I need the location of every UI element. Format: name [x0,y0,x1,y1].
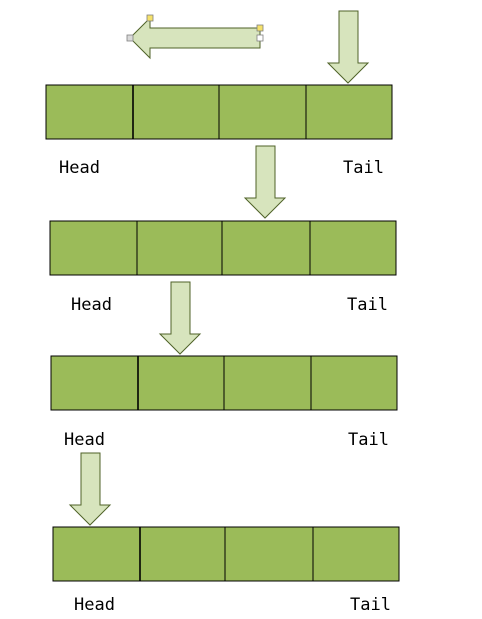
queue-cell [310,355,398,411]
selected-left-arrow[interactable] [126,14,264,60]
resize-handle-top-left[interactable] [146,14,154,22]
queue-cell [221,220,311,276]
queue-cell [139,526,226,582]
queue-cell [218,84,307,140]
resize-handle-left[interactable] [126,34,134,42]
down-arrow-row-1 [326,10,370,84]
head-label-row-3: Head [64,430,105,450]
resize-handle-right[interactable] [256,34,264,42]
queue-row-2 [49,220,397,276]
queue-cell [136,220,223,276]
queue-cell [132,84,220,140]
down-arrow-row-2 [243,145,287,219]
queue-cell [45,84,134,140]
head-label-row-4: Head [74,595,115,615]
resize-handle-top-right[interactable] [256,24,264,32]
queue-cell [50,355,139,411]
left-arrow-shape[interactable] [129,16,261,60]
queue-cell [305,84,393,140]
queue-cell [312,526,400,582]
queue-row-4 [52,526,400,582]
head-label-row-2: Head [71,295,112,315]
tail-label-row-3: Tail [348,430,389,450]
queue-cell [137,355,225,411]
queue-cell [224,526,314,582]
tail-label-row-4: Tail [350,595,391,615]
queue-cell [52,526,141,582]
tail-label-row-1: Tail [343,158,384,178]
head-label-row-1: Head [59,158,100,178]
queue-row-3 [50,355,398,411]
tail-label-row-2: Tail [347,295,388,315]
queue-cell [49,220,138,276]
queue-row-1 [45,84,393,140]
queue-cell [223,355,312,411]
down-arrow-row-3 [158,281,202,355]
queue-cell [309,220,397,276]
down-arrow-row-4 [68,452,112,526]
